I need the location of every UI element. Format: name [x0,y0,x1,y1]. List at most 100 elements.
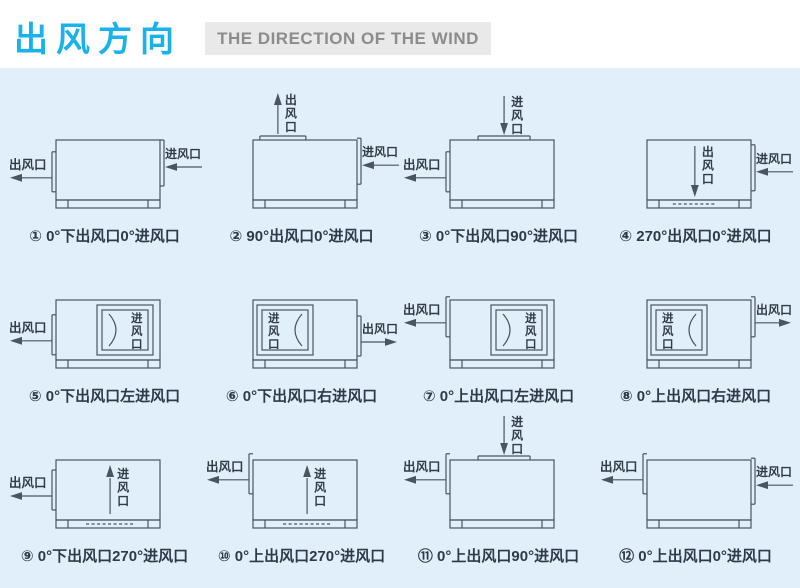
diagram-cell-12: 出风口 进风口 ⑫ 0°上出风口0°进风口 [597,408,794,568]
inlet-panel-outer [650,304,708,356]
arrowhead-icon [756,481,768,490]
diagram-caption: ⑩ 0°上出风口270°进风口 [217,548,386,565]
arrowhead-icon [500,123,508,135]
unit-box [449,459,555,521]
unit-box [55,299,161,361]
page-header: 出风方向 THE DIRECTION OF THE WIND [0,0,800,68]
arrowhead-icon [303,465,311,477]
arrowhead-icon [500,443,508,455]
unit-base [252,199,358,209]
inlet-label: 进风口 [525,311,537,351]
diagram-caption: ② 90°出风口0°进风口 [229,228,374,245]
diagram-cell-7: 出风口进风口 ⑦ 0°上出风口左进风口 [400,248,597,408]
inlet-panel-arc [108,313,117,347]
unit-box [646,139,752,201]
diagram-11: 出风口 进风口 [403,414,555,529]
diagram-caption: ⑨ 0°下出风口270°进风口 [20,548,189,565]
inlet-label: 进风口 [511,94,523,136]
outlet-label: 出风口 [206,459,244,474]
arrowhead-icon [404,173,416,182]
arrowhead-icon [273,93,282,105]
page-title: 出风方向 [14,21,182,59]
arrowhead-icon [207,475,219,484]
inlet-panel-arc [688,313,697,347]
diagram-12: 出风口 进风口 [600,453,793,529]
inlet-label: 进风口 [131,311,143,351]
diagram-cell-9: 出风口 进风口 ⑨ 0°下出风口270°进风口 [6,408,203,568]
diagram-10: 出风口 进风口 [206,453,358,529]
diagram-caption: ⑦ 0°上出风口左进风口 [422,388,575,405]
arrowhead-icon [601,475,613,484]
unit-box [55,139,161,201]
arrowhead-icon [106,465,114,477]
arrowhead-icon [10,492,22,500]
inlet-panel-inner [261,309,309,351]
outlet-label: 出风口 [9,475,47,490]
unit-base [55,199,161,209]
inlet-label: 进风口 [511,414,523,456]
inlet-label: 进风口 [662,311,674,351]
inlet-panel-arc [294,313,303,347]
inlet-label: 进风口 [268,311,280,351]
diagram-caption: ⑧ 0°上出风口右进风口 [619,388,772,405]
inlet-label: 进风口 [756,464,792,479]
arrowhead-icon [404,318,416,327]
page-subtitle: THE DIRECTION OF THE WIND [205,22,491,55]
unit-base [55,519,161,529]
unit-base [646,359,752,369]
diagram-caption: ④ 270°出风口0°进风口 [619,228,772,245]
outlet-label: 出风口 [600,459,638,474]
outlet-label: 出风口 [285,92,297,134]
unit-box [449,299,555,361]
outlet-label: 出风口 [403,459,441,474]
inlet-label: 进风口 [314,466,326,508]
inlet-panel-outer [490,304,548,356]
inlet-panel-outer [256,304,314,356]
unit-base [646,519,752,529]
diagram-caption: ① 0°下出风口0°进风口 [29,228,180,245]
diagram-5: 出风口 进风口 [9,299,161,369]
outlet-label: 出风口 [756,302,792,317]
inlet-panel-arc [502,313,511,347]
unit-box [55,459,161,521]
diagram-cell-11: 出风口 进风口 ⑪ 0°上出风口90°进风口 [400,408,597,568]
outlet-label: 出风口 [702,144,714,186]
diagram-cell-2: 出风口进风口 ② 90°出风口0°进风口 [203,88,400,248]
diagram-caption: ⑫ 0°上出风口0°进风口 [619,548,772,565]
unit-box [449,139,555,201]
diagram-cell-1: 出风口进风口 ① 0°下出风口0°进风口 [6,88,203,248]
unit-base [55,359,161,369]
inlet-label: 进风口 [362,144,398,159]
unit-base [449,519,555,529]
unit-box [646,459,752,521]
diagram-caption: ⑥ 0°下出风口右进风口 [225,388,378,405]
arrowhead-icon [385,338,397,346]
outlet-label: 出风口 [9,320,47,335]
inlet-panel-inner [495,309,543,351]
unit-box [252,139,358,201]
inlet-panel-inner [101,309,149,351]
arrowhead-icon [756,167,768,176]
inlet-label: 进风口 [117,466,129,508]
arrowhead-icon [10,336,22,345]
diagram-cell-4: 出风口进风口 ④ 270°出风口0°进风口 [597,88,794,248]
unit-base [252,359,358,369]
inlet-panel-outer [96,304,154,356]
arrowhead-icon [10,173,22,182]
arrowhead-icon [362,161,374,170]
diagram-caption: ⑪ 0°上出风口90°进风口 [417,548,580,565]
unit-box [252,459,358,521]
unit-base [449,199,555,209]
diagram-cell-6: 出风口进风口 ⑥ 0°下出风口右进风口 [203,248,400,408]
outlet-label: 出风口 [403,302,441,317]
